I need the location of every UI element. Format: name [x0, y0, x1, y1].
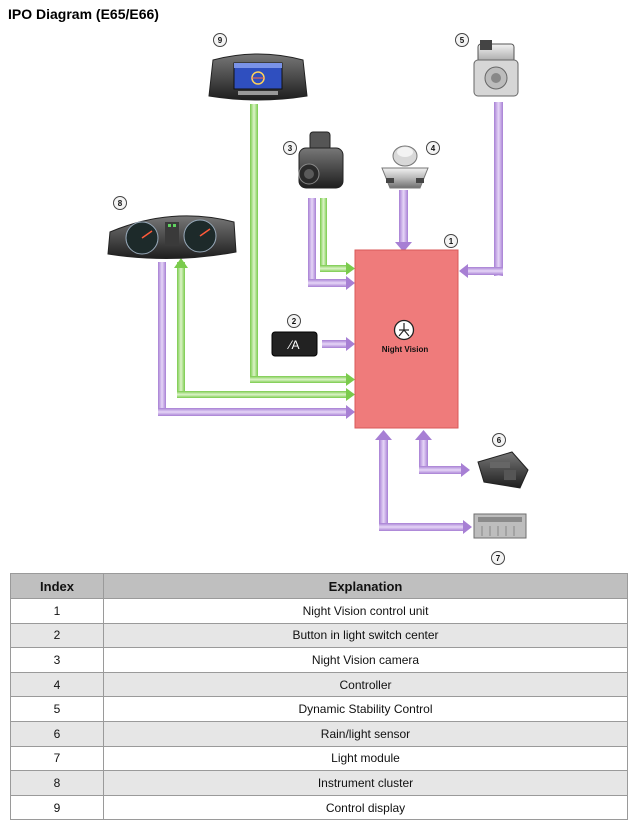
table-header-row: Index Explanation [10, 573, 628, 599]
table-row: 1 Night Vision control unit [10, 598, 628, 624]
row-index: 7 [10, 745, 104, 772]
night-vision-label: Night Vision [382, 345, 429, 354]
row-explanation: Control display [103, 794, 628, 821]
night-vision-control-unit: Night Vision [354, 249, 459, 429]
row-index: 5 [10, 696, 104, 722]
badge-5-label: 5 [460, 36, 465, 45]
night-vision-logo-icon [393, 319, 415, 341]
badge-5: 5 [455, 33, 469, 47]
arrow-camera [308, 198, 355, 290]
arrow-controller [395, 190, 412, 252]
badge-4-label: 4 [431, 144, 436, 153]
table-row: 7 Light module [10, 745, 628, 772]
badge-4: 4 [426, 141, 440, 155]
legend-table: Index Explanation 1 Night Vision control… [10, 573, 628, 821]
ipo-diagram: Night Vision [107, 33, 529, 565]
explanation-header: Explanation [103, 573, 628, 599]
table-row: 4 Controller [10, 671, 628, 698]
badge-3: 3 [283, 141, 297, 155]
row-explanation: Night Vision camera [103, 647, 628, 673]
badge-7: 7 [491, 551, 505, 565]
arrow-instrument-cluster-purple [158, 262, 355, 419]
badge-9: 9 [213, 33, 227, 47]
row-index: 9 [10, 794, 104, 821]
badge-6-label: 6 [497, 436, 502, 445]
row-index: 6 [10, 720, 104, 747]
night-vision-camera-image [298, 131, 344, 189]
instrument-cluster-image [107, 215, 237, 260]
control-display-image [208, 53, 308, 101]
table-row: 3 Night Vision camera [10, 647, 628, 673]
row-explanation: Light module [103, 745, 628, 772]
badge-1-label: 1 [449, 237, 454, 246]
arrow-dsc [459, 102, 503, 278]
row-explanation: Controller [103, 671, 628, 698]
badge-2-label: 2 [292, 317, 297, 326]
row-index: 4 [10, 671, 104, 698]
controller-image [381, 145, 429, 189]
arrow-control-display [250, 104, 355, 386]
table-row: 5 Dynamic Stability Control [10, 696, 628, 722]
badge-2: 2 [287, 314, 301, 328]
row-index: 8 [10, 770, 104, 796]
badge-8: 8 [113, 196, 127, 210]
arrow-button [322, 337, 355, 351]
badge-6: 6 [492, 433, 506, 447]
row-index: 1 [10, 598, 104, 624]
badge-9-label: 9 [218, 36, 223, 45]
badge-1: 1 [444, 234, 458, 248]
page-title: IPO Diagram (E65/E66) [8, 6, 159, 22]
table-row: 2 Button in light switch center [10, 622, 628, 649]
button-image: ⁄A [271, 331, 318, 357]
table-row: 8 Instrument cluster [10, 770, 628, 796]
badge-8-label: 8 [118, 199, 123, 208]
row-explanation: Rain/light sensor [103, 720, 628, 747]
button-glyph: ⁄A [286, 338, 299, 352]
arrow-light-module [375, 430, 472, 534]
row-explanation: Button in light switch center [103, 622, 628, 649]
badge-3-label: 3 [288, 144, 293, 153]
rain-light-sensor-image [477, 451, 529, 489]
light-module-image [473, 513, 527, 539]
row-explanation: Instrument cluster [103, 770, 628, 796]
table-row: 6 Rain/light sensor [10, 720, 628, 747]
row-explanation: Dynamic Stability Control [103, 696, 628, 722]
row-explanation: Night Vision control unit [103, 598, 628, 624]
arrow-rain-sensor [415, 430, 470, 477]
badge-7-label: 7 [496, 554, 501, 563]
row-index: 2 [10, 622, 104, 649]
arrow-instrument-cluster-green [174, 258, 355, 401]
table-row: 9 Control display [10, 794, 628, 821]
row-index: 3 [10, 647, 104, 673]
index-header: Index [10, 573, 104, 599]
dsc-unit-image [473, 40, 519, 97]
